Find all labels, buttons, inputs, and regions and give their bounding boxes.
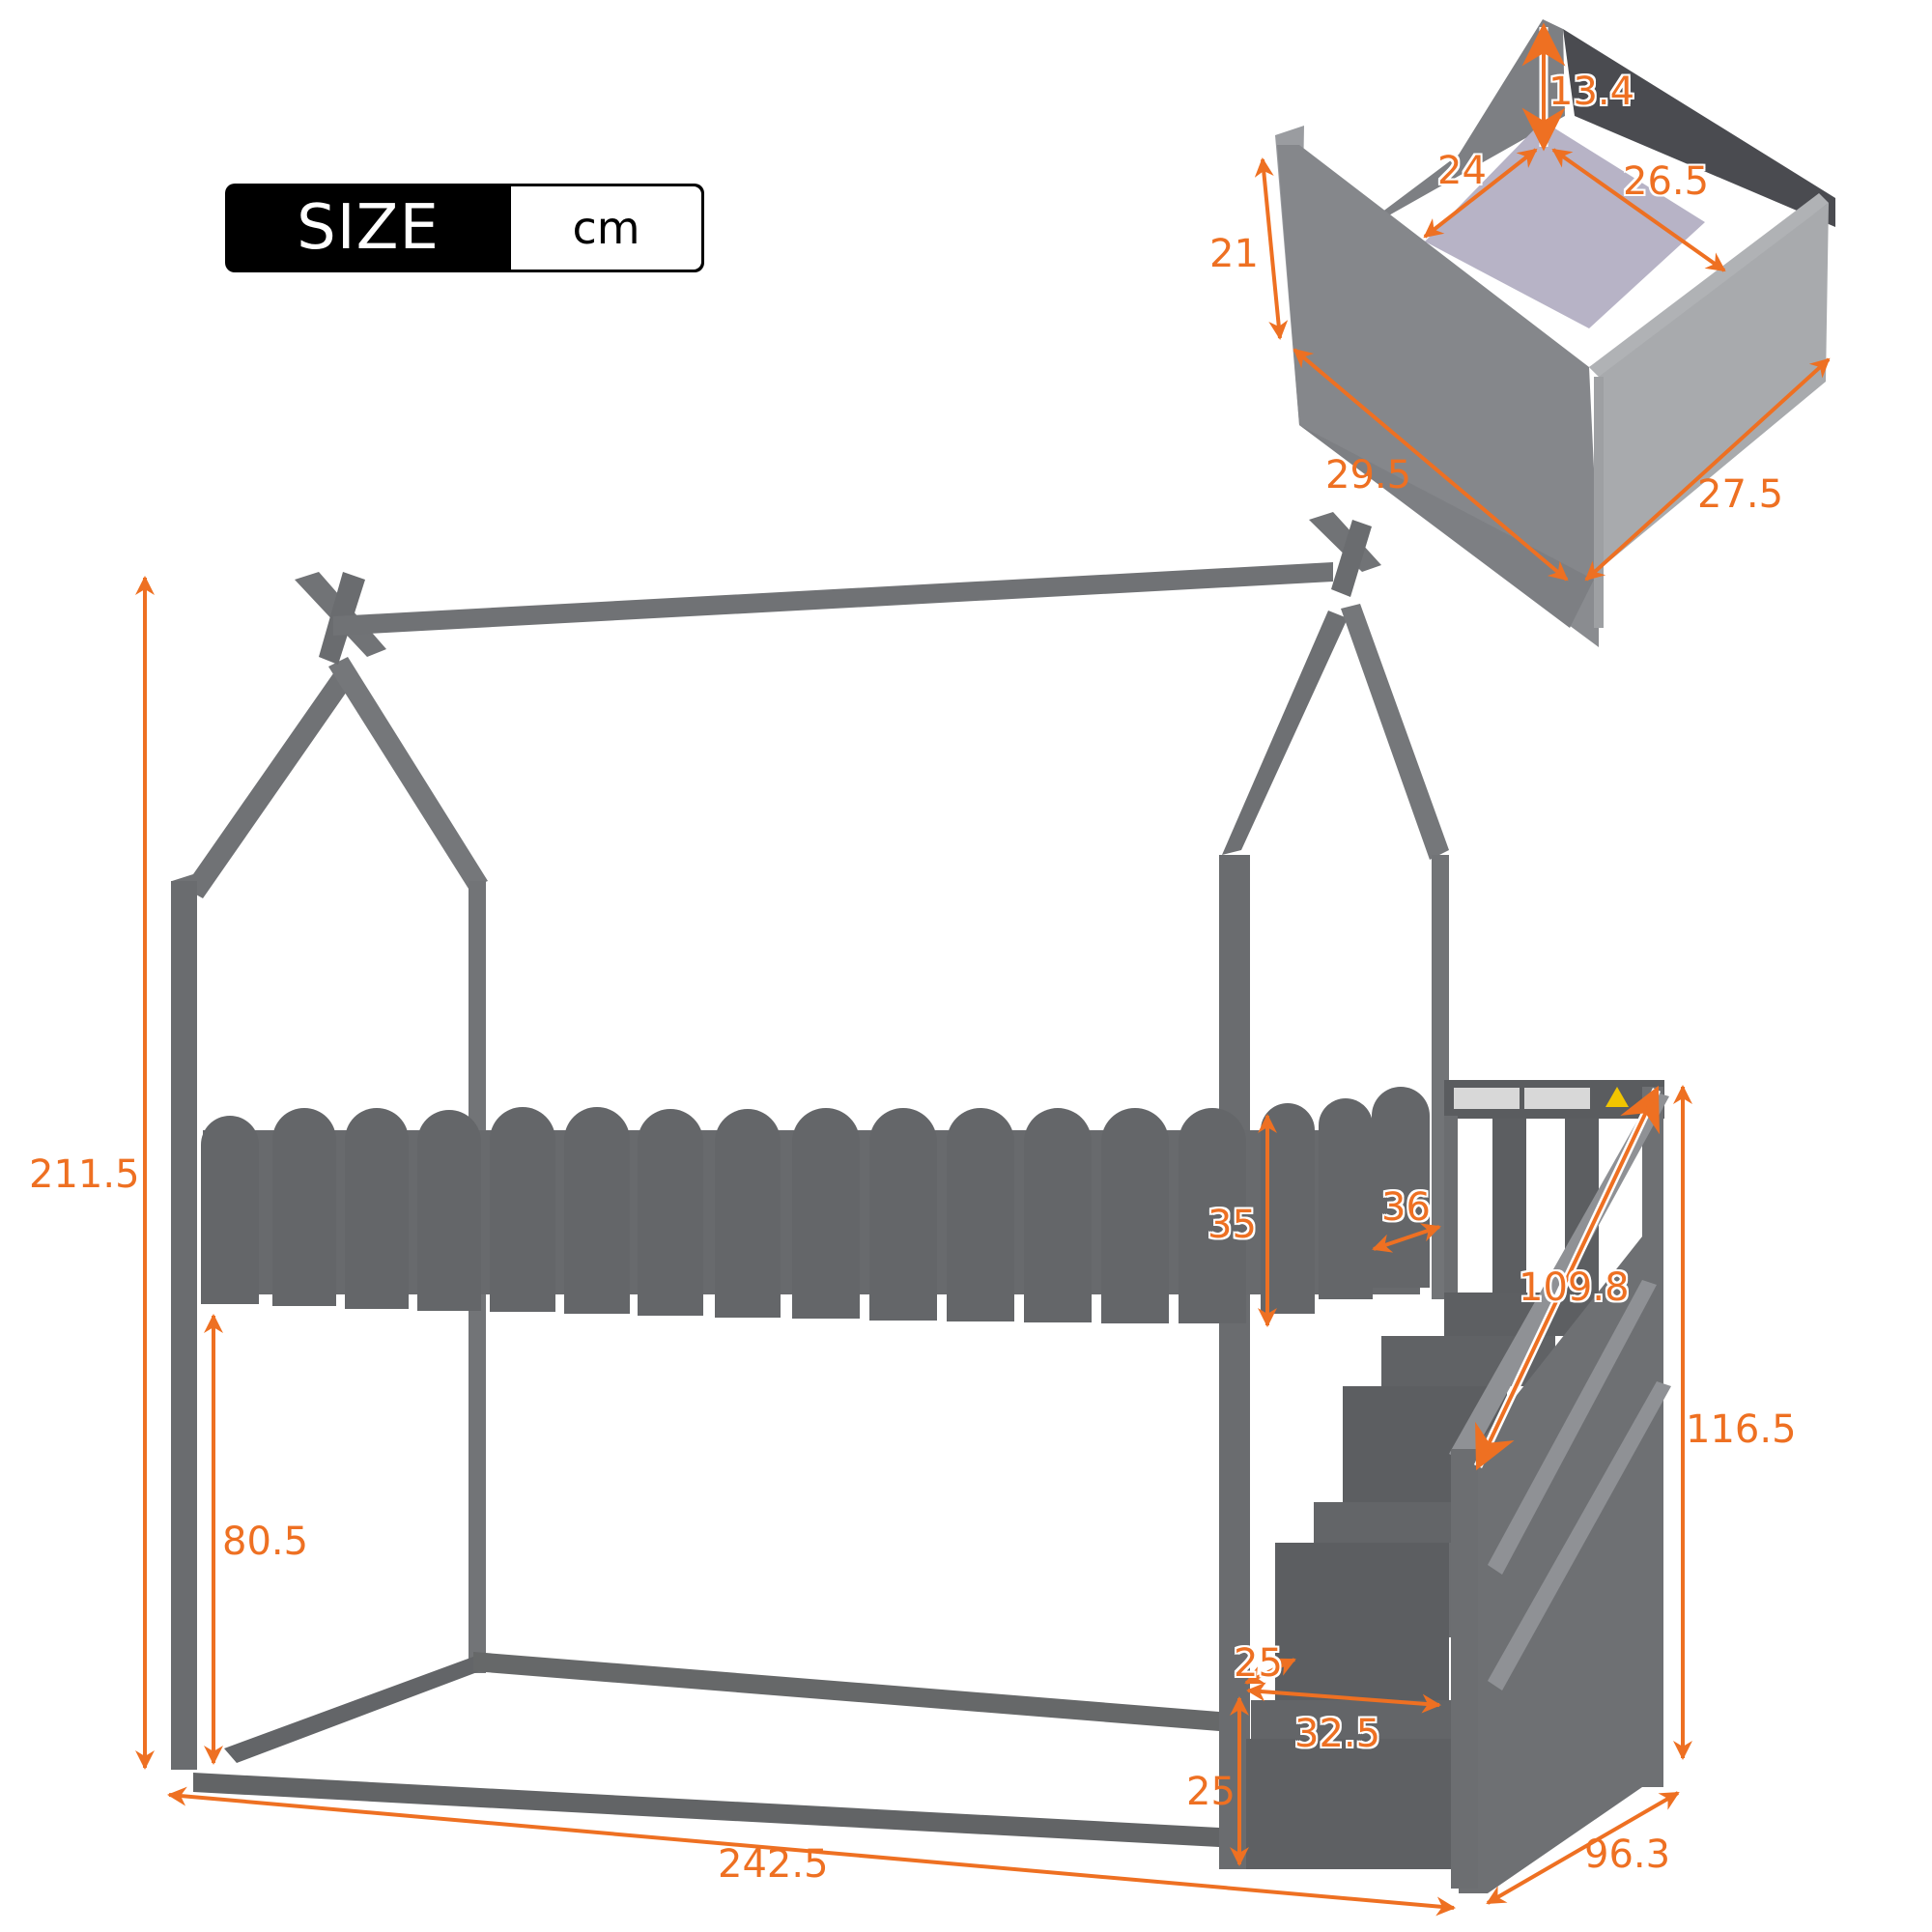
bed-dimension-lines bbox=[135, 576, 1692, 1917]
size-label: SIZE bbox=[297, 192, 440, 264]
underbed-clearance-label: 80.5 bbox=[222, 1520, 309, 1564]
drawer-inner-width-label: 24 bbox=[1437, 149, 1487, 193]
size-legend-badge: SIZE cm bbox=[225, 184, 704, 272]
step-height-label: 25 bbox=[1186, 1770, 1236, 1814]
step-depth-label: 25 bbox=[1234, 1641, 1283, 1686]
drawer-inner-depth-label: 26.5 bbox=[1623, 159, 1710, 204]
drawer-dimension-lines bbox=[1254, 22, 1831, 582]
drawer-outer-length-label: 29.5 bbox=[1325, 453, 1412, 497]
total-height-label: 211.5 bbox=[29, 1152, 140, 1197]
drawer-inner-height-label: 13.4 bbox=[1548, 70, 1635, 114]
total-width-label: 96.3 bbox=[1584, 1833, 1671, 1877]
info-label bbox=[1524, 1088, 1590, 1109]
step-width-label: 32.5 bbox=[1294, 1712, 1381, 1756]
warning-label bbox=[1454, 1088, 1520, 1109]
drawer-outer-height-label: 21 bbox=[1209, 232, 1259, 276]
stair-rail-length-label: 109.8 bbox=[1519, 1265, 1630, 1310]
guardrail-height-label: 35 bbox=[1208, 1203, 1257, 1247]
guardrail-gap-label: 36 bbox=[1381, 1185, 1431, 1230]
total-length-label: 242.5 bbox=[718, 1842, 829, 1887]
unit-label: cm bbox=[511, 186, 701, 270]
stair-height-label: 116.5 bbox=[1686, 1407, 1797, 1452]
drawer-outer-width-label: 27.5 bbox=[1697, 472, 1784, 517]
